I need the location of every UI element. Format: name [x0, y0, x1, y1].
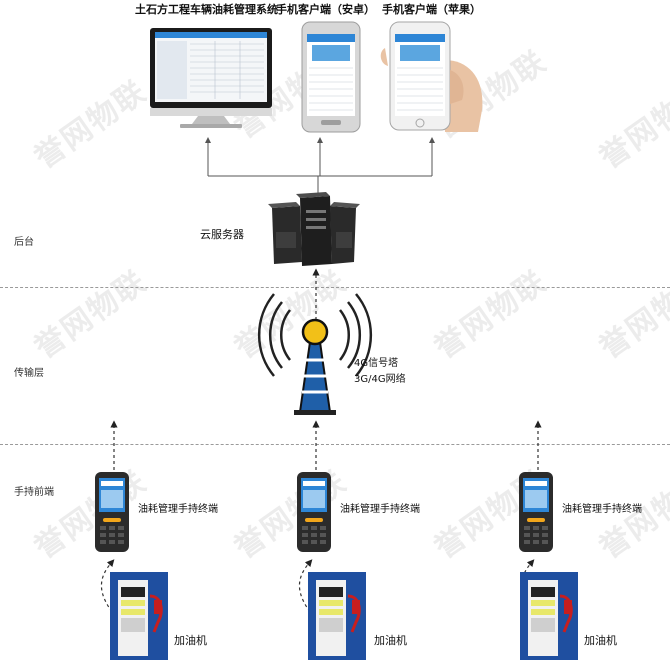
- tower-label-network: 3G/4G网络: [354, 374, 406, 385]
- handheld-terminal-icon: [95, 472, 129, 552]
- cloud-server-label: 云服务器: [200, 228, 244, 241]
- fuel-dispenser-icon: [110, 572, 168, 660]
- dispenser-1-link: [100, 559, 115, 613]
- signal-tower-icon: [257, 293, 373, 415]
- layer-label-transport: 传输层: [14, 368, 44, 379]
- fuel-dispenser-icon: [308, 572, 366, 660]
- tower-label-4g: 4G信号塔: [354, 358, 399, 369]
- terminal-label-1: 油耗管理手持终端: [138, 504, 218, 515]
- separator-transport-handheld: [0, 444, 670, 445]
- layer-label-handheld: 手持前端: [14, 487, 54, 498]
- title-iphone-client: 手机客户端（苹果）: [382, 3, 481, 16]
- fuel-dispenser-icon: [520, 572, 578, 660]
- terminal-label-2: 油耗管理手持终端: [340, 504, 420, 515]
- title-android-client: 手机客户端（安卓）: [276, 3, 375, 16]
- desktop-monitor-icon: [150, 28, 272, 128]
- terminal-label-3: 油耗管理手持终端: [562, 504, 642, 515]
- title-pc-system: 土石方工程车辆油耗管理系统: [135, 3, 278, 16]
- dispenser-label-2: 加油机: [374, 634, 407, 647]
- handheld-terminal-icon: [519, 472, 553, 552]
- handheld-terminal-icon: [297, 472, 331, 552]
- dispenser-label-1: 加油机: [174, 634, 207, 647]
- dispenser-2-link: [298, 559, 313, 613]
- cloud-server-icon: [268, 192, 360, 266]
- layer-label-backend: 后台: [14, 237, 34, 248]
- dispenser-label-3: 加油机: [584, 634, 617, 647]
- android-phone-icon: [301, 21, 361, 133]
- server-to-clients-connector: [205, 137, 435, 205]
- dispenser-3-link: [520, 559, 535, 613]
- iphone-icon: [380, 21, 483, 132]
- separator-backend-transport: [0, 287, 670, 288]
